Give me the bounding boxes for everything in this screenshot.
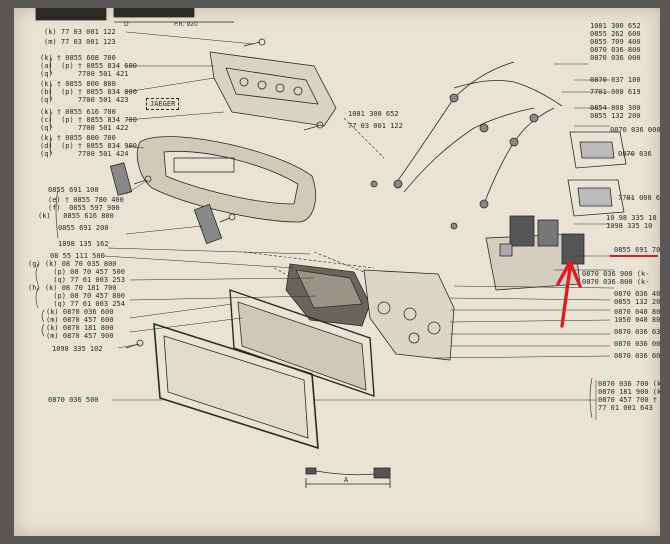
parts-catalog-page: D P.R. 920 (k) 77 03 001 122 (m) 77 03 0… (14, 8, 660, 536)
part-label: (k) † 0855 800 800 (40, 80, 116, 88)
part-label: (g) (k) 08 70 035 800 (28, 260, 117, 268)
part-label-highlighted: 0855 691 70 (614, 246, 660, 254)
part-label: 1081 300 652 (348, 110, 399, 118)
gauge-insert (285, 263, 371, 327)
part-label: (d) (p) † 0855 834 900 (40, 142, 137, 150)
part-label: 0870 036 000 (590, 54, 641, 62)
part-label: (q) 7700 501 424 (40, 150, 129, 158)
part-label: 0870 036 700 (k (598, 380, 660, 388)
part-label: 0870 036 40 (614, 290, 660, 298)
part-label: (f) 0855 597 900 (48, 204, 120, 212)
header-title-block (113, 8, 195, 18)
part-label: 0870 457 700 † (598, 396, 658, 404)
part-label: (m) 77 03 001 123 (44, 38, 116, 46)
red-annotation (556, 255, 658, 328)
part-label: 0870 037 100 (590, 76, 641, 84)
exploded-view-drawing (35, 8, 658, 488)
part-label: (k) † 0855 616 700 (40, 108, 116, 116)
printed-circuit-board (363, 269, 455, 361)
wiring-harness (370, 61, 563, 230)
part-label: (k) † 0855 800 700 (40, 134, 116, 142)
switch-part-a (109, 162, 133, 196)
part-label: (e) † 0855 780 400 (48, 196, 124, 204)
part-label: (p) 08 70 457 800 (28, 292, 125, 300)
part-label: (b) (p) † 0855 834 800 (40, 88, 137, 96)
part-label: 0855 691 200 (58, 224, 109, 232)
part-label: 7701 000 619 (590, 88, 641, 96)
leader-lines-left (103, 31, 317, 401)
part-label: 0855 709 400 (590, 38, 641, 46)
cluster-frame-gasket (153, 288, 375, 450)
part-label: (a) (p) † 0855 834 600 (40, 62, 137, 70)
part-label: 0870 036 00 (614, 352, 660, 360)
part-label: 77 01 001 643 (598, 404, 653, 412)
part-label: 1098 135 162 (58, 240, 109, 248)
part-label: 1098 335 10 (606, 222, 653, 230)
part-label: 0855 262 600 (590, 30, 641, 38)
label-brackets (35, 57, 593, 419)
part-label: 1098 335 102 (52, 345, 103, 353)
part-label: (k) 0855 616 800 (38, 212, 114, 220)
part-label: (c) (p) † 0855 834 700 (40, 116, 137, 124)
part-label: 0870 040 80 (614, 308, 660, 316)
cluster-housing-top (209, 51, 337, 127)
part-label: 7701 000 6 (618, 194, 660, 202)
switch-part-b (193, 203, 223, 245)
part-label: 0870 036 800 (k- (582, 278, 650, 286)
part-label: (q) 7700 501 421 (40, 70, 129, 78)
part-label: 10 98 335 10 (606, 214, 657, 222)
part-label: (h) (k) 08 70 181 700 (28, 284, 117, 292)
part-label: (m) 0870 457 600 (46, 316, 114, 324)
part-label: 08 55 111 500 (50, 252, 105, 260)
part-label: 0855 132 200 (590, 112, 641, 120)
part-label: (k) 0870 036 600 (46, 308, 114, 316)
part-label: 0870 181 900 (k (598, 388, 660, 396)
header-code-prefix: D (124, 21, 129, 28)
part-label: (k) † 0855 608 700 (40, 54, 116, 62)
sensor-wire-assembly (305, 467, 391, 488)
part-label: 0870 036 000 (610, 126, 660, 134)
part-label: (q) 7700 501 423 (40, 96, 129, 104)
header-logo-block (35, 8, 107, 21)
part-label: 0870 036 03 (614, 328, 660, 336)
part-label: (m) 0870 457 900 (46, 332, 114, 340)
part-label: 0870 036 900 (k- (582, 270, 650, 278)
part-label: (q) 77 01 003 253 (28, 276, 125, 284)
leader-lines-right (314, 63, 634, 420)
part-label: 0870 036 500 (48, 396, 99, 404)
part-label: (k) 0870 181 800 (46, 324, 114, 332)
part-label: 0870 036 800 (590, 46, 641, 54)
part-label: 0854 808 300 (590, 104, 641, 112)
clip-detail-boxes (567, 131, 627, 217)
part-label: (k) 77 03 001 122 (44, 28, 116, 36)
bulb-holder-assembly (485, 215, 585, 291)
part-label: (p) 08 70 457 500 (28, 268, 125, 276)
part-label: 77 03 001 122 (348, 122, 403, 130)
part-label: 0870 036 00 (614, 340, 660, 348)
part-label: 0855 691 100 (48, 186, 99, 194)
part-label: 1050 040 80 (614, 316, 660, 324)
part-label: (q) 77 01 003 254 (28, 300, 125, 308)
dimension-label: A (344, 476, 349, 484)
jaeger-tag: JAEGER (146, 98, 180, 110)
instrument-bezel (136, 136, 316, 223)
part-label: (q) 7700 501 422 (40, 124, 129, 132)
part-label: 0870 036 (618, 150, 652, 158)
part-label: 1081 300 652 (590, 22, 641, 30)
header-code-page: P.R. 920 (174, 21, 198, 28)
part-label: 0855 132 20 (614, 298, 660, 306)
